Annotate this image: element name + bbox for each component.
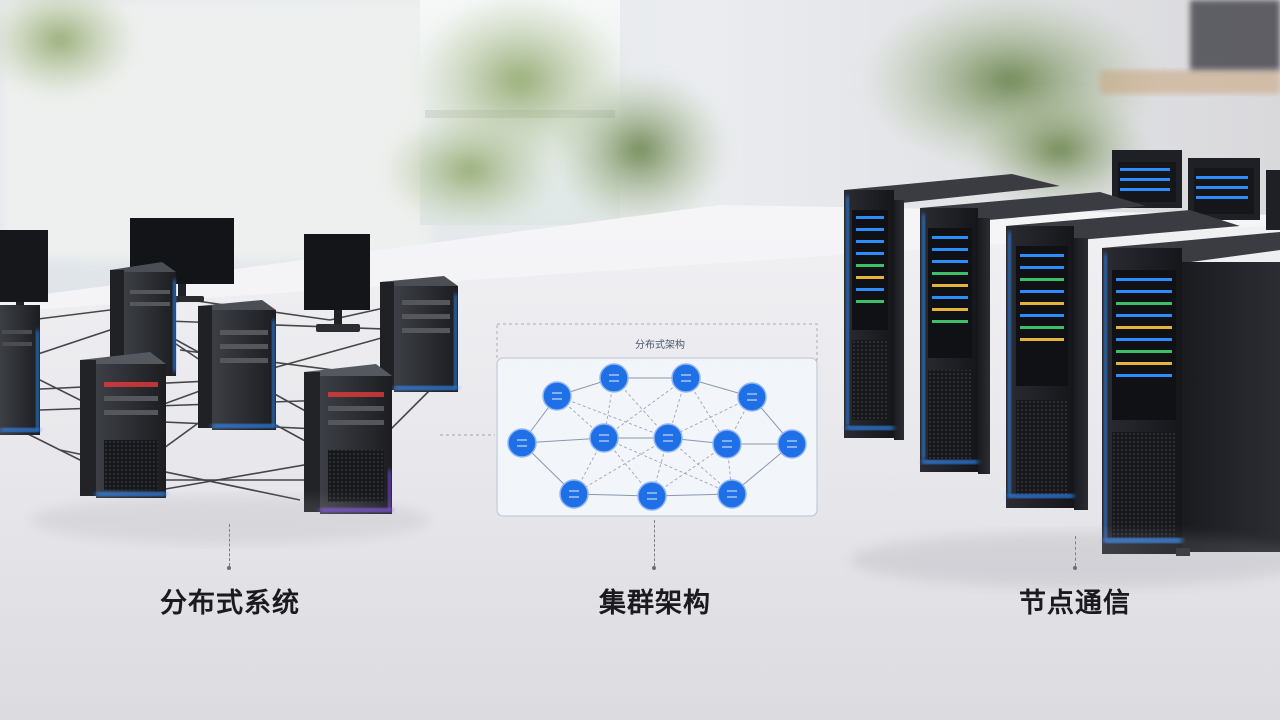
label-cluster-architecture: 集群架构 [599,588,711,619]
leader-line-left [229,524,231,566]
label-distributed-system: 分布式系统 [160,588,300,619]
label-node-communication: 节点通信 [1019,588,1131,619]
leader-line-right [1075,536,1077,566]
leader-dot-left [227,566,231,570]
diagram-title: 分布式架构 [635,340,685,351]
leader-line-middle [654,520,656,566]
leader-dot-right [1073,566,1077,570]
leader-dot-middle [652,566,656,570]
monitor [0,230,48,316]
